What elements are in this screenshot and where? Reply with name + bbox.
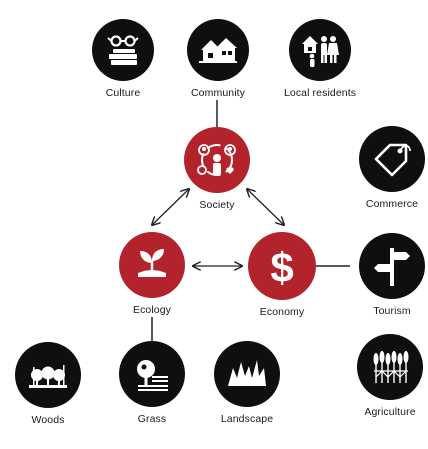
wheat-icon <box>357 334 423 400</box>
grass-node: Grass <box>116 341 188 425</box>
culture-node: Culture <box>88 19 158 99</box>
svg-text:$: $ <box>270 244 293 290</box>
price-tag-icon <box>359 126 425 192</box>
society-label: Society <box>199 199 235 211</box>
commerce-node: Commerce <box>356 126 428 210</box>
books-glasses-icon <box>92 19 154 81</box>
local-residents-label: Local residents <box>283 87 357 99</box>
ecology-label: Ecology <box>132 304 172 316</box>
agriculture-label: Agriculture <box>364 406 416 418</box>
economy-node: $ Economy <box>244 232 320 318</box>
community-label: Community <box>191 87 245 99</box>
culture-label: Culture <box>105 87 141 99</box>
economy-label: Economy <box>259 306 305 318</box>
society-node: Society <box>181 127 253 211</box>
tourism-node: Tourism <box>356 233 428 317</box>
tourism-label: Tourism <box>373 305 411 317</box>
community-node: Community <box>180 19 256 99</box>
grass-tree-icon <box>119 341 185 407</box>
houses-icon <box>187 19 249 81</box>
grass-label: Grass <box>137 413 167 425</box>
trees-icon <box>15 342 81 408</box>
dollar-icon: $ <box>248 232 316 300</box>
local-residents-node: Local residents <box>273 19 367 99</box>
ecology-node: Ecology <box>116 232 188 316</box>
signpost-icon <box>359 233 425 299</box>
society-ecology-arrow <box>152 189 189 225</box>
landscape-label: Landscape <box>220 413 274 425</box>
grass-blades-icon <box>214 341 280 407</box>
sprout-icon <box>119 232 185 298</box>
family-house-icon <box>289 19 351 81</box>
woods-node: Woods <box>12 342 84 426</box>
commerce-label: Commerce <box>365 198 419 210</box>
people-cycle-icon <box>184 127 250 193</box>
woods-label: Woods <box>31 414 65 426</box>
agriculture-node: Agriculture <box>352 334 428 418</box>
society-economy-arrow <box>247 189 284 225</box>
landscape-node: Landscape <box>209 341 285 425</box>
